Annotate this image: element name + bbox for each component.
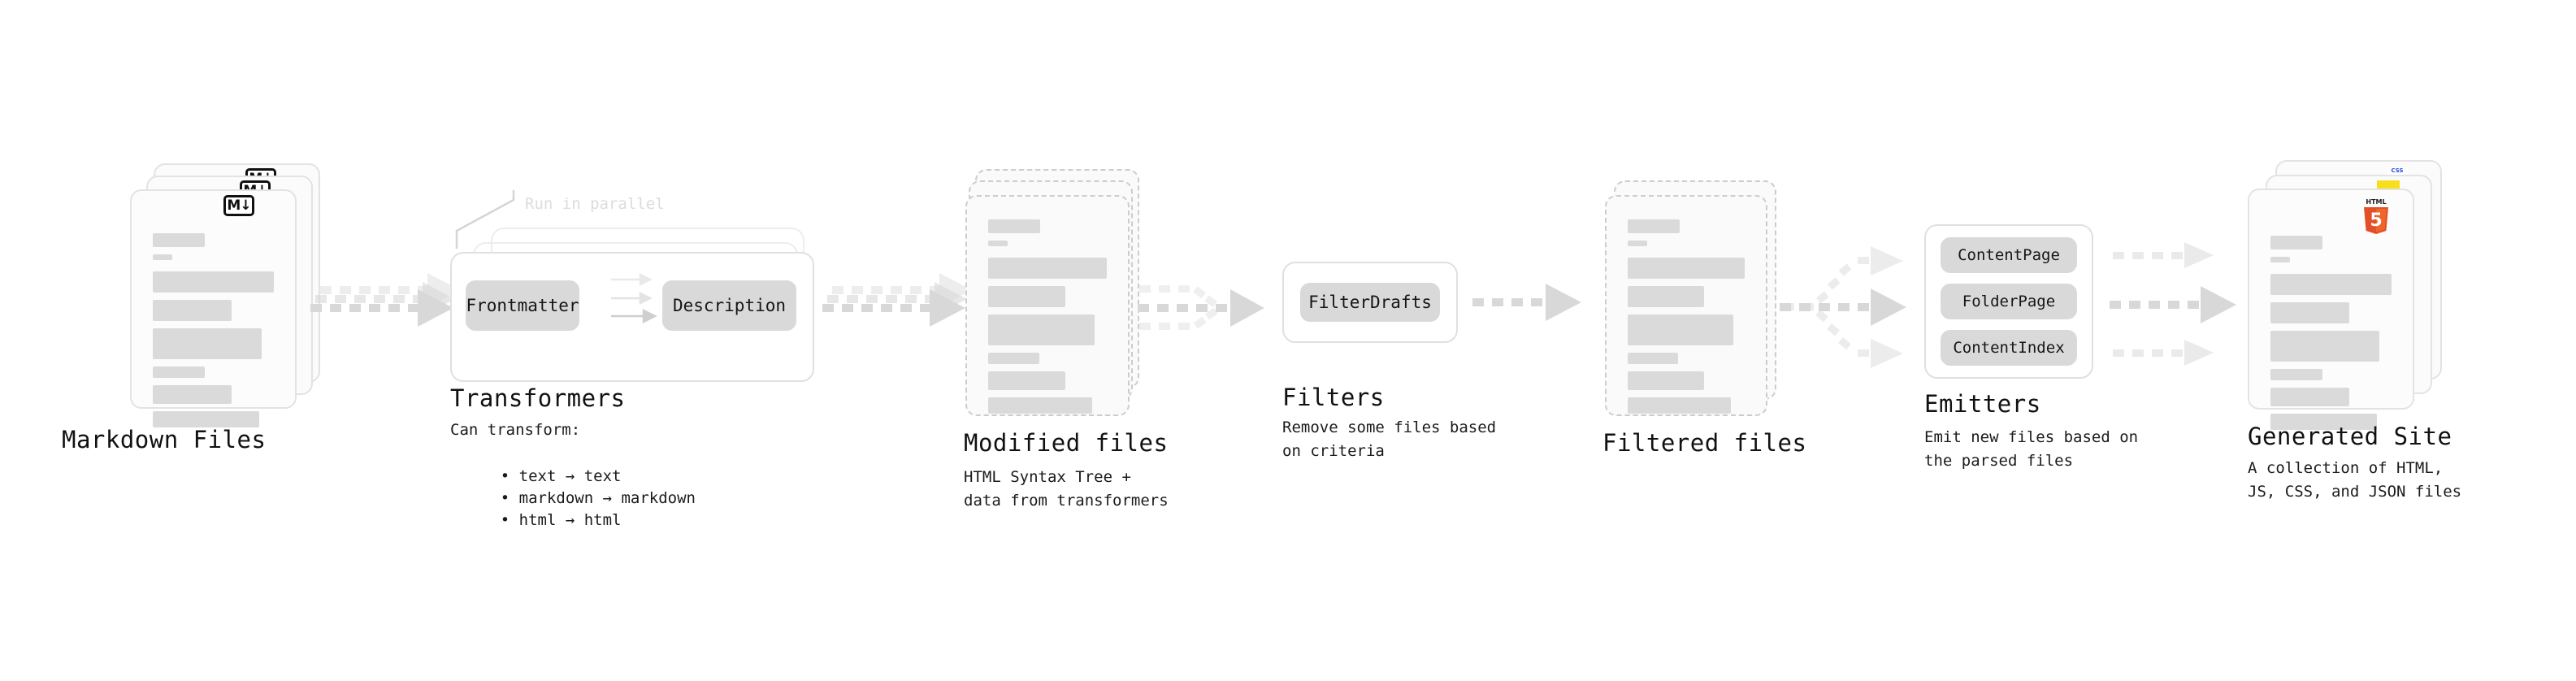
stage-title-emitters: Emitters — [1924, 390, 2041, 418]
skeleton-bar — [153, 385, 232, 404]
generated-site-subtitle: A collection of HTML, JS, CSS, and JSON … — [2248, 459, 2462, 501]
skeleton-bar — [988, 314, 1095, 345]
arrow-filtered-to-emitters-diverging — [1780, 246, 1906, 368]
skeleton-bar — [988, 258, 1107, 279]
emitter-chip-contentpage[interactable]: ContentPage — [1941, 237, 2077, 273]
stage-title-modified-files: Modified files — [964, 429, 1169, 457]
arrow-markdown-to-transformers — [310, 273, 460, 327]
skeleton-bar — [988, 241, 1008, 246]
markdown-skeleton-bars — [153, 233, 274, 435]
transformers-bullet-0: • text → text — [500, 466, 622, 485]
skeleton-bar — [1628, 314, 1733, 345]
transformers-bullet-2: • html → html — [500, 510, 622, 529]
emitter-chip-contentindex[interactable]: ContentIndex — [1941, 330, 2077, 366]
transformer-chip-frontmatter[interactable]: Frontmatter — [466, 280, 579, 331]
arrow-transformers-to-modified — [822, 273, 972, 327]
skeleton-bar — [988, 219, 1040, 233]
stage-title-filtered-files: Filtered files — [1602, 429, 1807, 457]
skeleton-bar — [1628, 241, 1647, 246]
skeleton-bar — [1628, 353, 1678, 364]
bullet-dot: • — [500, 488, 519, 507]
skeleton-bar — [2270, 236, 2322, 249]
filtered-file-front — [1605, 195, 1767, 416]
skeleton-bar — [2270, 331, 2380, 362]
filtered-skeleton-bars — [1628, 219, 1745, 421]
skeleton-bar — [153, 254, 172, 260]
skeleton-bar — [1628, 397, 1731, 414]
stage-title-generated-site: Generated Site — [2248, 423, 2452, 450]
arrow-filters-to-filtered — [1472, 284, 1581, 321]
modified-files-subtitle: HTML Syntax Tree + data from transformer… — [964, 468, 1169, 510]
stage-title-transformers: Transformers — [450, 384, 626, 412]
skeleton-bar — [153, 367, 206, 378]
skeleton-bar — [153, 233, 205, 247]
skeleton-bar — [1628, 258, 1745, 279]
run-in-parallel-brace — [455, 190, 515, 249]
markdown-file-front — [130, 189, 297, 427]
skeleton-bar — [988, 371, 1065, 390]
stage-title-filters: Filters — [1282, 384, 1385, 411]
generated-skeleton-bars — [2270, 236, 2392, 437]
arrow-emitters-to-generated-site — [2110, 242, 2236, 366]
stage-title-markdown-files: Markdown Files — [62, 426, 267, 453]
html5-icon: HTML 5 — [2364, 198, 2388, 234]
skeleton-bar — [1628, 219, 1680, 233]
skeleton-bar — [1628, 371, 1704, 390]
html5-digit: 5 — [2370, 210, 2382, 231]
filter-chip-filterdrafts[interactable]: FilterDrafts — [1300, 283, 1440, 322]
skeleton-bar — [988, 286, 1065, 307]
transformers-subtitle: Can transform: — [450, 421, 581, 439]
arrow-modified-to-filters-converging — [1138, 285, 1264, 330]
skeleton-bar — [1628, 286, 1704, 307]
bullet-dot: • — [500, 510, 519, 529]
html5-wordmark: HTML — [2366, 198, 2386, 206]
skeleton-bar — [988, 353, 1039, 364]
run-in-parallel-label: Run in parallel — [525, 195, 665, 213]
skeleton-bar — [2270, 257, 2290, 262]
emitters-subtitle: Emit new files based on the parsed files — [1924, 428, 2139, 470]
skeleton-bar — [153, 411, 260, 427]
transformer-inner-arrows — [611, 272, 657, 324]
skeleton-bar — [2270, 369, 2323, 380]
transformer-chip-description[interactable]: Description — [662, 280, 796, 331]
skeleton-bar — [2270, 302, 2349, 323]
skeleton-bar — [2270, 388, 2349, 406]
transformers-bullet-1: • markdown → markdown — [500, 488, 696, 507]
skeleton-bar — [153, 328, 262, 359]
skeleton-bar — [988, 397, 1093, 414]
skeleton-bar — [153, 271, 274, 293]
filters-subtitle: Remove some files based on criteria — [1282, 419, 1497, 460]
skeleton-bar — [153, 300, 232, 321]
bullet-dot: • — [500, 466, 519, 485]
markdown-icon: M↓ — [223, 195, 254, 216]
generated-file-html — [2248, 189, 2414, 430]
modified-file-front — [965, 195, 1130, 416]
emitter-chip-folderpage[interactable]: FolderPage — [1941, 284, 2077, 319]
modified-skeleton-bars — [988, 219, 1107, 421]
skeleton-bar — [2270, 274, 2392, 295]
skeleton-bar — [2270, 414, 2378, 430]
